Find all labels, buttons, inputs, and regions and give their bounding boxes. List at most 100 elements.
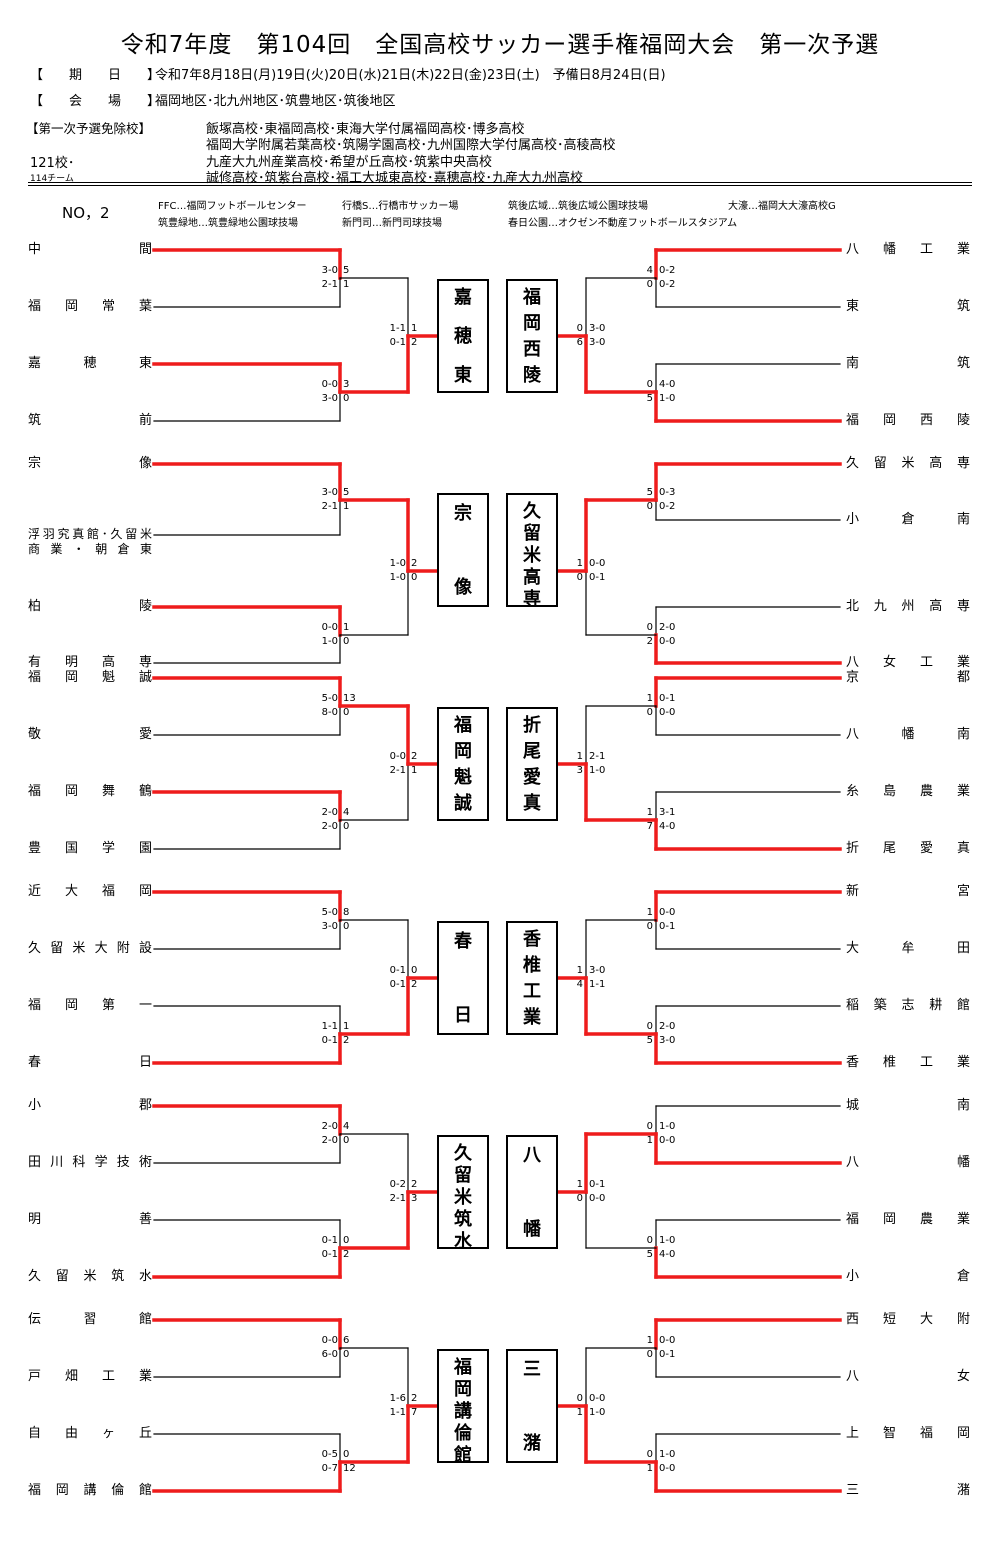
match-score: 1 [646,907,653,918]
match-score: 1 [576,1179,583,1190]
match-score: 0 [646,279,653,290]
match-score: 0 [646,501,653,512]
match-score: 3-0 [589,323,606,334]
match-score: 2 [646,636,653,647]
match-score: 0 [646,1349,653,1360]
venue-note: 筑後広域…筑後広域公園球技場 [508,201,648,212]
match-score: 2-1 [589,751,606,762]
match-score: 3 [411,1193,418,1204]
team-name: 八幡 [846,1155,970,1170]
match-score: 0-0 [589,1193,606,1204]
match-score: 0-1 [589,1179,606,1190]
venue-note: FFC…福岡フットボールセンター [158,201,307,212]
team-name: 春日 [28,1055,152,1070]
team-name: 小倉南 [846,512,970,527]
match-score: 2-0 [659,1021,676,1032]
match-score: 2 [411,1179,418,1190]
team-name: 新宮 [846,884,970,899]
match-score: 3-0 [321,487,338,498]
team-name: 八幡工業 [846,242,970,257]
exempt-line: 福岡大学附属若葉高校･筑陽学園高校･九州国際大学付属高校･高稜高校 [206,138,616,153]
team-name: 南筑 [846,356,970,371]
match-score: 0 [343,393,350,404]
match-score: 2 [343,1035,350,1046]
match-score: 0-1 [389,979,406,990]
group-winner-box: 福岡講倫館 [437,1349,489,1466]
match-score: 1-1 [389,1407,406,1418]
match-score: 3 [576,765,583,776]
school-count: 121校･ [30,156,75,171]
match-score: 1-0 [659,1235,676,1246]
match-score: 0 [343,707,350,718]
match-score: 1 [411,765,418,776]
team-name: 敬愛 [28,727,152,742]
period-value: 令和7年8月18日(月)19日(火)20日(水)21日(木)22日(金)23日(… [155,68,666,83]
team-name: 糸島農業 [846,784,970,799]
match-score: 0 [646,1449,653,1460]
team-name: 八女 [846,1369,970,1384]
venue-note: 大濠…福岡大大濠高校G [728,201,836,212]
match-score: 4-0 [659,821,676,832]
group-winner-box: 香椎工業 [506,921,558,1035]
match-score: 0-1 [321,1249,338,1260]
match-score: 2 [411,751,418,762]
match-score: 6-0 [321,1349,338,1360]
match-score: 3-0 [659,1035,676,1046]
team-name: 嘉穂東 [28,356,152,371]
group-winner-box: 春日 [437,921,489,1035]
team-name: 城南 [846,1098,970,1113]
match-score: 1 [576,558,583,569]
match-score: 2-1 [321,279,338,290]
venue-note: 筑豊緑地…筑豊緑地公園球技場 [158,218,298,229]
group-winner-box: 久留米筑水 [437,1135,489,1252]
match-score: 2-1 [321,501,338,512]
match-score: 0 [411,572,418,583]
match-score: 7 [646,821,653,832]
team-name: 近大福岡 [28,884,152,899]
match-score: 2 [411,979,418,990]
team-name: 久留米筑水 [28,1269,152,1284]
match-score: 2-0 [321,1121,338,1132]
match-score: 0 [576,1193,583,1204]
match-score: 0 [646,622,653,633]
match-score: 5 [646,1035,653,1046]
team-name: 自由ヶ丘 [28,1426,152,1441]
match-score: 1-0 [321,636,338,647]
match-score: 2-0 [321,807,338,818]
match-score: 3-1 [659,807,676,818]
match-score: 0-0 [659,636,676,647]
match-score: 1 [411,323,418,334]
group-winner-box: 折尾愛真 [506,707,558,821]
match-score: 2-1 [389,765,406,776]
team-name: 福岡魁誠 [28,670,152,685]
match-score: 1 [646,1335,653,1346]
team-name: 上智福岡 [846,1426,970,1441]
match-score: 0 [343,1135,350,1146]
match-score: 0-7 [321,1463,338,1474]
team-name: 宗像 [28,456,152,471]
team-name: 柏陵 [28,599,152,614]
match-score: 0 [411,965,418,976]
match-score: 1 [646,693,653,704]
match-score: 0 [343,1235,350,1246]
match-score: 0-0 [659,1335,676,1346]
team-name: 伝習館 [28,1312,152,1327]
match-score: 0-0 [321,1335,338,1346]
team-name: 八幡南 [846,727,970,742]
match-score: 1 [576,1407,583,1418]
team-name: 京都 [846,670,970,685]
team-name: 筑前 [28,413,152,428]
match-score: 6 [576,337,583,348]
period-key: 【 期 日 】 [30,68,161,83]
match-score: 0-0 [321,622,338,633]
match-score: 1-6 [389,1393,406,1404]
match-score: 4 [576,979,583,990]
match-score: 0-0 [589,558,606,569]
venue-note: 行橋S…行橋市サッカー場 [342,201,459,212]
exempt-key: 【第一次予選免除校】 [26,121,152,136]
match-score: 0-5 [321,1449,338,1460]
match-score: 8-0 [321,707,338,718]
match-score: 1-0 [659,393,676,404]
match-score: 4-0 [659,379,676,390]
match-score: 3-0 [589,965,606,976]
